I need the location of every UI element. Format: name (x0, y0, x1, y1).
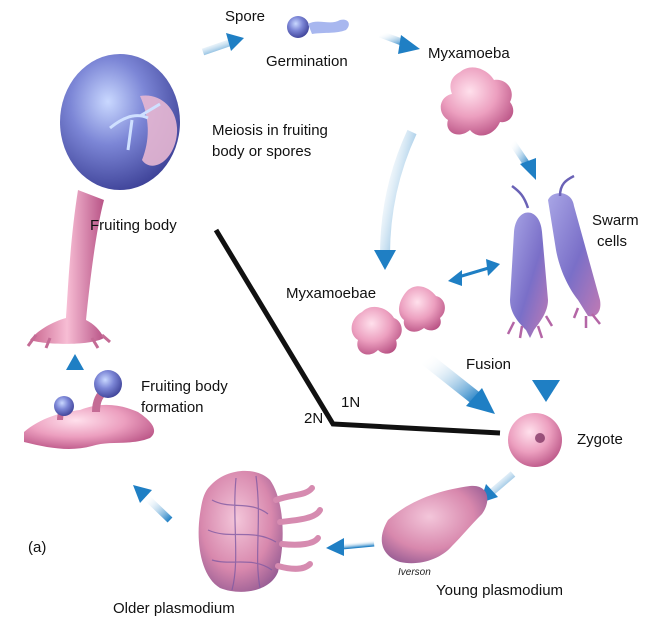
label-myxamoeba: Myxamoeba (428, 45, 510, 63)
fruiting-formation-illustration (24, 370, 154, 449)
arrow-fruiting-to-spore (203, 33, 244, 52)
label-older-plasmodium: Older plasmodium (113, 600, 235, 618)
swarm-cells-illustration (508, 176, 600, 338)
arrow-swarm-to-zygote (532, 330, 560, 402)
young-plasmodium-illustration (382, 486, 488, 563)
label-myxamoebae: Myxamoebae (286, 285, 376, 303)
fruiting-body-illustration (28, 54, 180, 348)
label-meiosis-line1: Meiosis in fruiting (212, 122, 328, 140)
arrow-myxamoebae-swarm-conversion (448, 259, 500, 286)
arrow-myxamoeba-to-swarm (512, 142, 536, 180)
label-spore: Spore (225, 8, 265, 26)
artist-signature: Iverson (398, 567, 431, 578)
older-plasmodium-illustration (199, 471, 320, 592)
arrow-older-to-fruiting-formation (133, 485, 170, 520)
label-swarm-line1: Swarm (592, 212, 639, 230)
label-young-plasmodium: Young plasmodium (436, 582, 563, 600)
label-2n: 2N (304, 410, 323, 428)
arrow-germination-to-myxamoeba (380, 34, 420, 54)
germinating-spore-illustration (287, 16, 349, 38)
label-panel-letter: (a) (28, 539, 46, 557)
arrow-young-to-older-plasmodium (326, 538, 374, 556)
label-1n: 1N (341, 394, 360, 412)
label-fruiting-formation-line1: Fruiting body (141, 378, 228, 396)
label-germination: Germination (266, 53, 348, 71)
label-fruiting-body: Fruiting body (90, 217, 177, 235)
zygote-illustration (508, 413, 562, 467)
label-swarm-line2: cells (597, 233, 627, 251)
myxamoeba-illustration (441, 67, 514, 135)
label-fusion: Fusion (466, 356, 511, 374)
label-zygote: Zygote (577, 431, 623, 449)
arrow-myxamoeba-to-myxamoebae (374, 132, 412, 270)
label-meiosis-line2: body or spores (212, 143, 311, 161)
label-fruiting-formation-line2: formation (141, 399, 204, 417)
arrow-formation-to-fruiting-body (66, 354, 84, 390)
